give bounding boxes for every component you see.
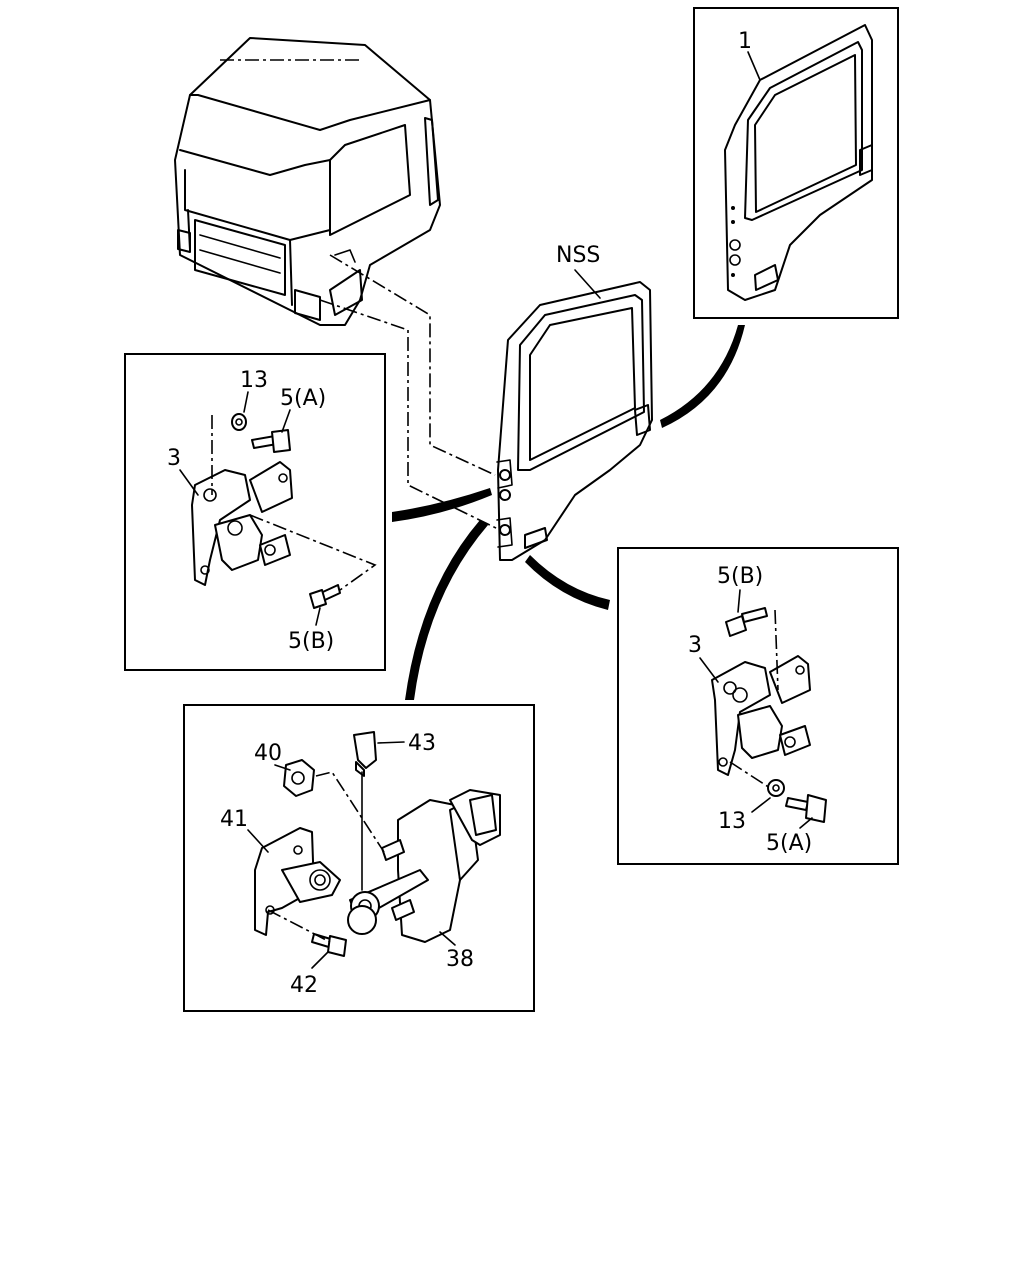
- detail-box-hinge-right: [617, 547, 899, 865]
- leader-40: [274, 764, 291, 771]
- leader-3-left: [179, 469, 199, 496]
- connector-bottom: [405, 520, 488, 700]
- truck-cab: [174, 37, 441, 326]
- leader-hinge-right-bolt-a: [729, 761, 771, 789]
- detail-box-door-check: [183, 704, 535, 1012]
- label-hinge-left-plate: 3: [167, 446, 181, 471]
- connector-right-upper: [660, 325, 745, 428]
- label-hinge-left-bolt-bottom: 5(B): [288, 629, 334, 654]
- leader-13-right: [751, 797, 771, 813]
- label-hinge-left-bolt-top: 5(A): [280, 386, 326, 411]
- label-check-pin: 43: [408, 731, 436, 756]
- door-part-1: [724, 24, 873, 301]
- leader-nss: [574, 269, 601, 299]
- leader-38: [439, 931, 456, 946]
- label-hinge-right-bolt-top: 5(B): [717, 564, 763, 589]
- leader-1: [747, 51, 761, 81]
- detail-box-door: [693, 7, 899, 319]
- leader-5b-left: [315, 607, 321, 626]
- leader-13-left: [243, 391, 249, 413]
- label-hinge-right-plate: 3: [688, 633, 702, 658]
- leader-check-nut: [315, 771, 385, 853]
- label-check-nut: 40: [254, 741, 282, 766]
- door-check-assembly: [254, 731, 501, 957]
- label-check-bolt: 42: [290, 973, 318, 998]
- leader-5b-right: [737, 589, 741, 613]
- leader-cab-hinge-lower: [319, 299, 501, 531]
- hinge-right: [711, 607, 827, 823]
- label-hinge-right-washer: 13: [718, 809, 746, 834]
- hinge-left: [191, 413, 341, 609]
- leader-hinge-right-bolt-b: [774, 609, 779, 691]
- label-check-bracket: 41: [220, 807, 248, 832]
- leader-42: [311, 951, 329, 969]
- connector-right-lower: [525, 555, 610, 610]
- connector-left: [392, 488, 492, 522]
- leader-5a-right: [799, 817, 813, 829]
- label-hinge-right-bolt-bottom: 5(A): [766, 831, 812, 856]
- leader-cab-hinge-upper: [329, 254, 496, 476]
- leader-5a-left: [281, 409, 291, 433]
- leader-43: [377, 741, 405, 744]
- label-door-1: 1: [738, 29, 752, 54]
- detail-box-hinge-left: [124, 353, 386, 671]
- leader-41: [247, 829, 269, 853]
- door-nss: [496, 281, 653, 561]
- label-door-nss: NSS: [556, 243, 600, 268]
- leader-3-right: [699, 657, 719, 683]
- label-check-body: 38: [446, 947, 474, 972]
- label-hinge-left-washer: 13: [240, 368, 268, 393]
- leader-check-bolt: [267, 909, 331, 943]
- leader-hinge-left-bolt-b: [249, 514, 377, 591]
